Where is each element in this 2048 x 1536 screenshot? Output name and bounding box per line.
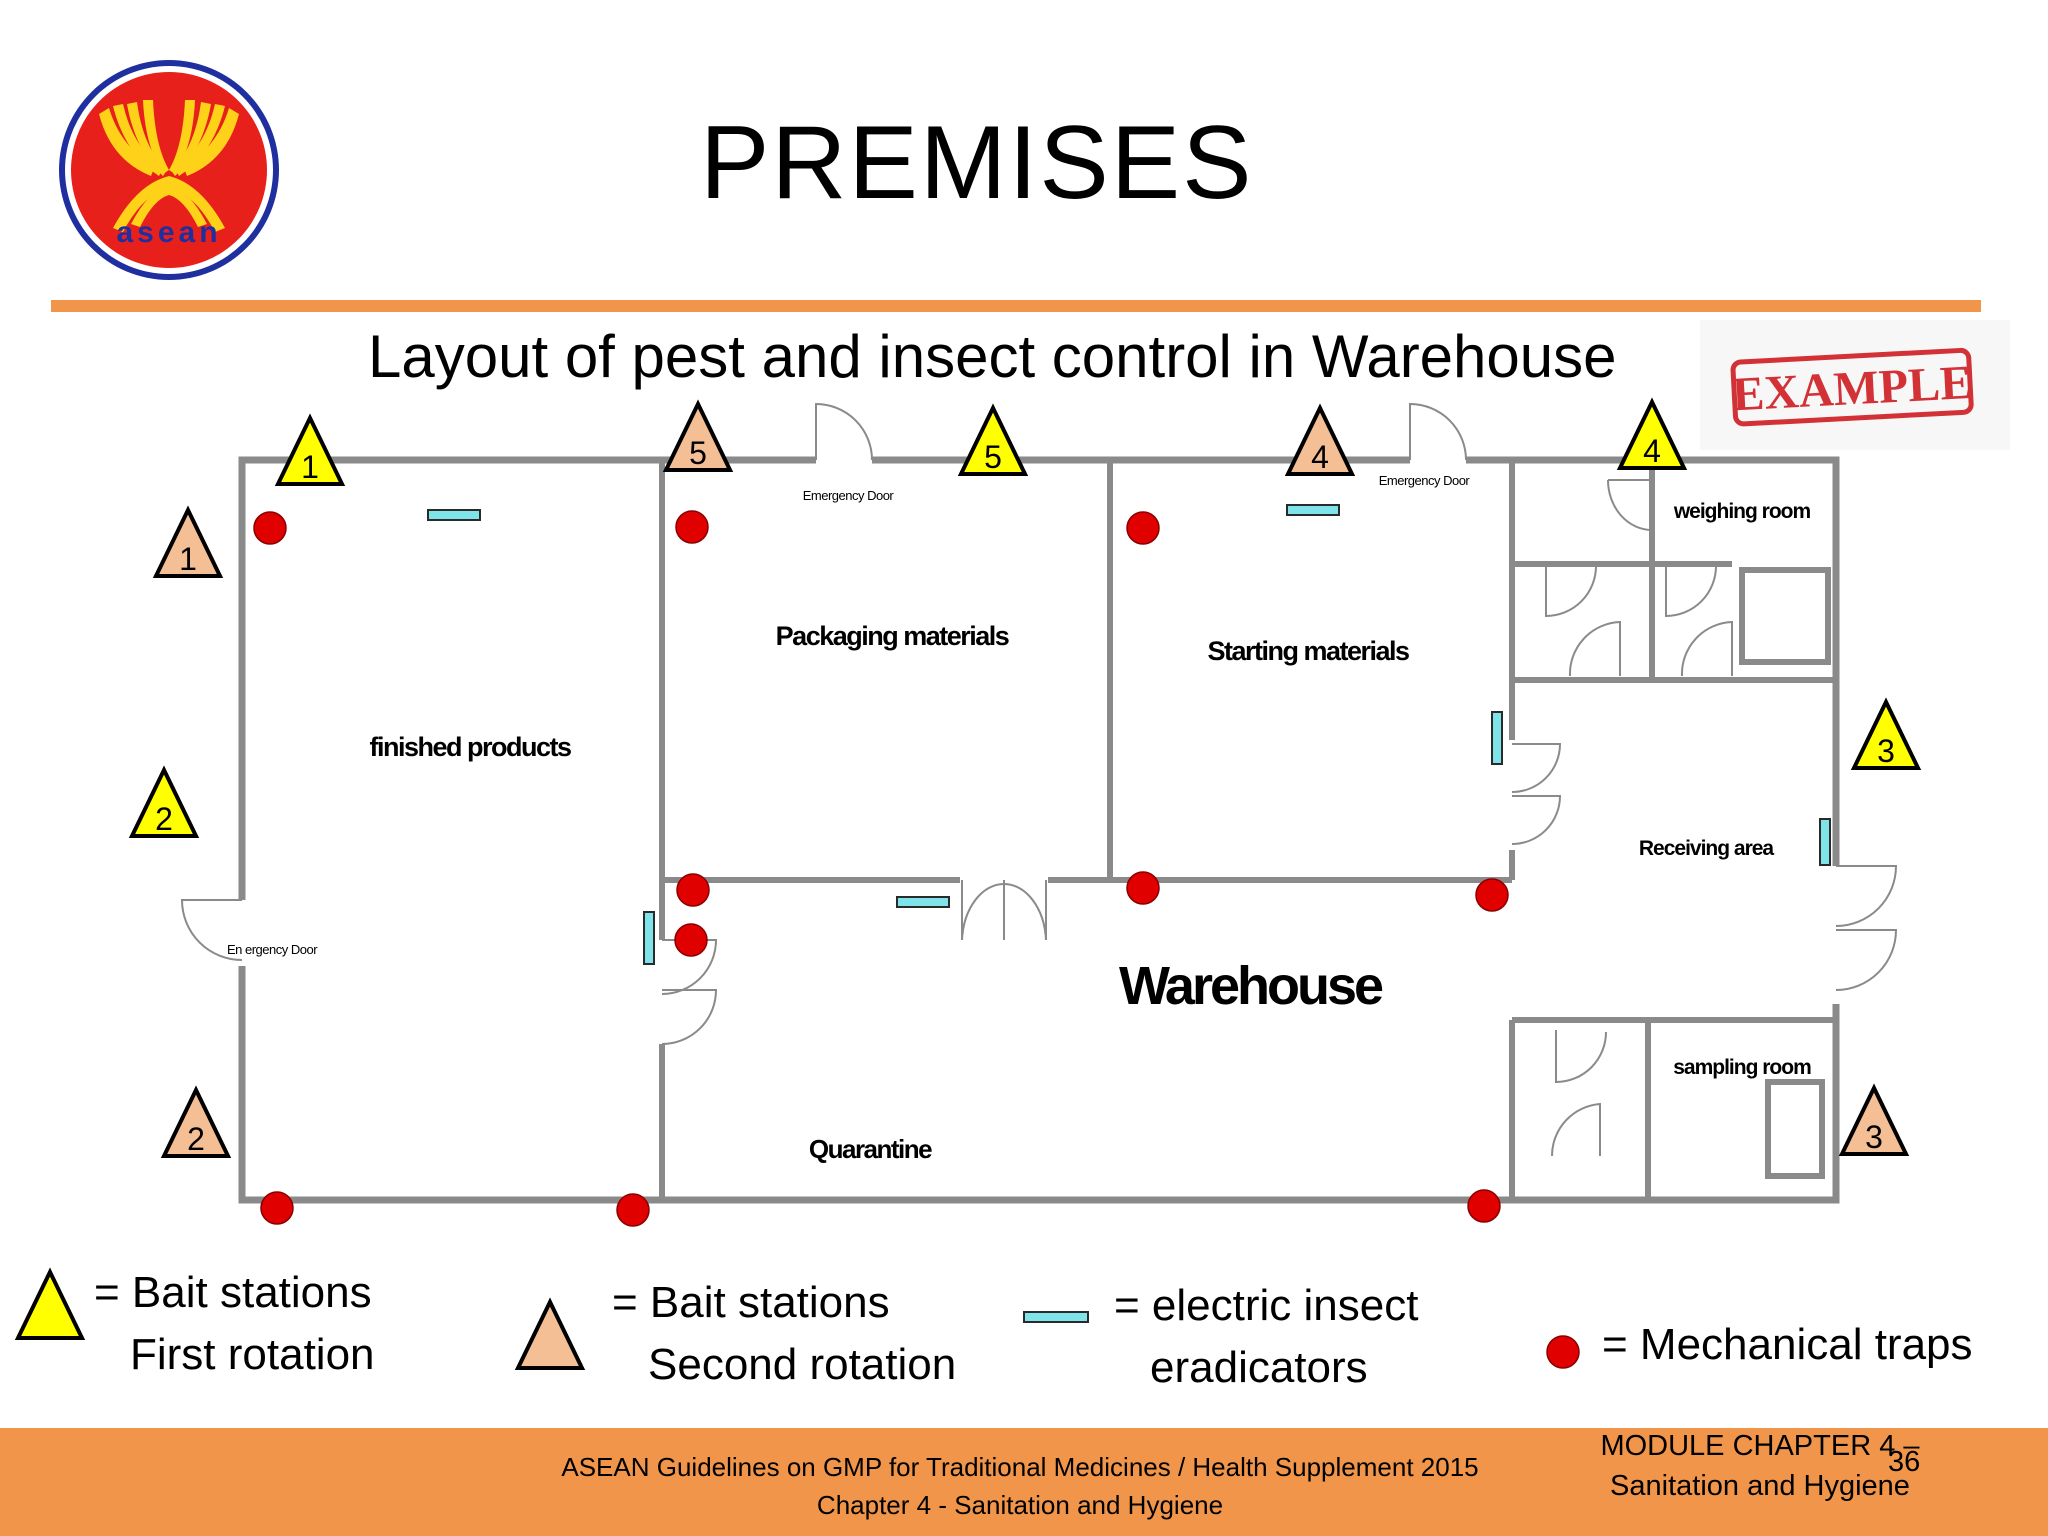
door-swings [180, 402, 1898, 1157]
legend-second-rotation-line2: Second rotation [648, 1340, 957, 1389]
legend-eradicator: = electric insect eradicators [1114, 1275, 1418, 1399]
bait-station-second-rotation: 1 [152, 505, 224, 578]
room-labels: finished products Packaging materials St… [227, 473, 1812, 1164]
mechanical-trap [675, 510, 709, 544]
bait-station-number: 1 [301, 449, 319, 485]
legend-first-rotation: = Bait stations First rotation [94, 1262, 375, 1386]
legend-eradicator-line2: eradicators [1150, 1343, 1368, 1392]
footer-bar [0, 1428, 2048, 1536]
label-emergency-door-1: Emergency Door [803, 488, 895, 503]
legend-eradicator-line1: = electric insect [1114, 1281, 1419, 1330]
bait-station-number: 4 [1311, 439, 1329, 475]
bait-station-second-rotation: 3 [1838, 1083, 1910, 1156]
legend-first-rotation-line1: = Bait stations [94, 1268, 372, 1317]
label-warehouse: Warehouse [1119, 956, 1383, 1016]
title-divider [51, 300, 1981, 312]
legend-eradicator-symbol [1023, 1311, 1089, 1323]
eradicator [1286, 504, 1340, 516]
footer-module-line2: Sanitation and Hygiene [1610, 1470, 1910, 1502]
mechanical-trap [260, 1191, 294, 1225]
eradicator [427, 509, 481, 521]
mechanical-trap [1126, 871, 1160, 905]
door-gaps [236, 454, 1844, 1044]
footer-module: MODULE CHAPTER 4 – Sanitation and Hygien… [1580, 1426, 1940, 1506]
bait-station-number: 2 [155, 801, 173, 837]
label-finished-products: finished products [369, 732, 570, 762]
page-number: 36 [1888, 1446, 1921, 1478]
bait-station-number: 1 [179, 541, 197, 577]
eradicator [896, 896, 950, 908]
bait-station-number: 2 [187, 1121, 205, 1157]
footer-line1: ASEAN Guidelines on GMP for Traditional … [561, 1452, 1479, 1482]
mechanical-trap [253, 511, 287, 545]
legend-first-rotation-symbol [14, 1267, 86, 1340]
bait-station-triangle [1850, 697, 1922, 770]
legend-trap-symbol [1546, 1335, 1580, 1369]
legend-second-rotation-line1: = Bait stations [612, 1278, 890, 1327]
label-receiving-area: Receiving area [1639, 837, 1775, 860]
legend-traps: = Mechanical traps [1602, 1320, 1973, 1369]
stamp-text: EXAMPLE [1731, 356, 1973, 421]
bait-station-second-rotation: 5 [662, 399, 734, 472]
example-stamp: EXAMPLE [1700, 320, 2010, 450]
bait-station-number: 3 [1865, 1119, 1883, 1155]
mechanical-trap [616, 1193, 650, 1227]
mechanical-trap [674, 923, 708, 957]
label-emergency-door-3: En ergency Door [227, 942, 318, 957]
bait-station-first-rotation: 1 [274, 413, 346, 486]
asean-logo: asean [55, 56, 283, 284]
bait-station-number: 4 [1643, 433, 1661, 469]
bait-station-triangle [274, 413, 346, 486]
bait-station-first-rotation: 4 [1616, 397, 1688, 470]
bait-station-number: 5 [689, 435, 707, 471]
bait-station-second-rotation: 4 [1284, 403, 1356, 476]
bait-station-second-rotation: 2 [160, 1085, 232, 1158]
mechanical-trap [1467, 1189, 1501, 1223]
legend-symbols [14, 1267, 1580, 1370]
eradicators [427, 504, 1831, 965]
footer-module-line1: MODULE CHAPTER 4 – [1600, 1430, 1920, 1462]
bait-station-number: 5 [984, 439, 1002, 475]
bait-station-first-rotation: 2 [128, 765, 200, 838]
bait-station-number: 3 [1877, 733, 1895, 769]
footer-citation: ASEAN Guidelines on GMP for Traditional … [500, 1448, 1540, 1524]
mechanical-traps [253, 510, 1509, 1227]
mechanical-trap [1475, 878, 1509, 912]
footer-line2: Chapter 4 - Sanitation and Hygiene [816, 1490, 1224, 1520]
label-emergency-door-2: Emergency Door [1379, 473, 1471, 488]
eradicator [1819, 818, 1831, 866]
bait-station-first-rotation: 5 [957, 403, 1029, 476]
label-sampling-room: sampling room [1673, 1056, 1811, 1079]
legend-first-rotation-line2: First rotation [130, 1330, 375, 1379]
inner-walls [659, 460, 1836, 1200]
bait-station-triangle [128, 765, 200, 838]
label-weighing-room: weighing room [1673, 500, 1811, 523]
bait-station-first-rotation: 3 [1850, 697, 1922, 770]
bait-station-triangle [1616, 397, 1688, 470]
mechanical-trap [676, 873, 710, 907]
eradicator [1491, 711, 1503, 765]
diagram-subtitle: Layout of pest and insect control in War… [368, 323, 1617, 390]
outer-walls [238, 456, 1840, 1204]
bait-station-triangle [957, 403, 1029, 476]
label-starting-materials: Starting materials [1207, 636, 1409, 666]
bait-station-triangle [152, 505, 224, 578]
bait-station-triangle [662, 399, 734, 472]
label-packaging-materials: Packaging materials [776, 621, 1009, 651]
bait-station-triangle [160, 1085, 232, 1158]
bait-station-triangle [1838, 1083, 1910, 1156]
legend-second-rotation: = Bait stations Second rotation [612, 1272, 956, 1396]
bait-station-triangle [1284, 403, 1356, 476]
logo-text: asean [116, 216, 221, 249]
mechanical-trap [1126, 511, 1160, 545]
slide-title: PREMISES [700, 105, 1254, 221]
label-quarantine: Quarantine [809, 1134, 932, 1164]
legend-second-rotation-symbol [514, 1297, 586, 1370]
eradicator [643, 911, 655, 965]
bait-stations: 1 1 2 2 5 5 4 4 3 3 [128, 397, 1922, 1158]
